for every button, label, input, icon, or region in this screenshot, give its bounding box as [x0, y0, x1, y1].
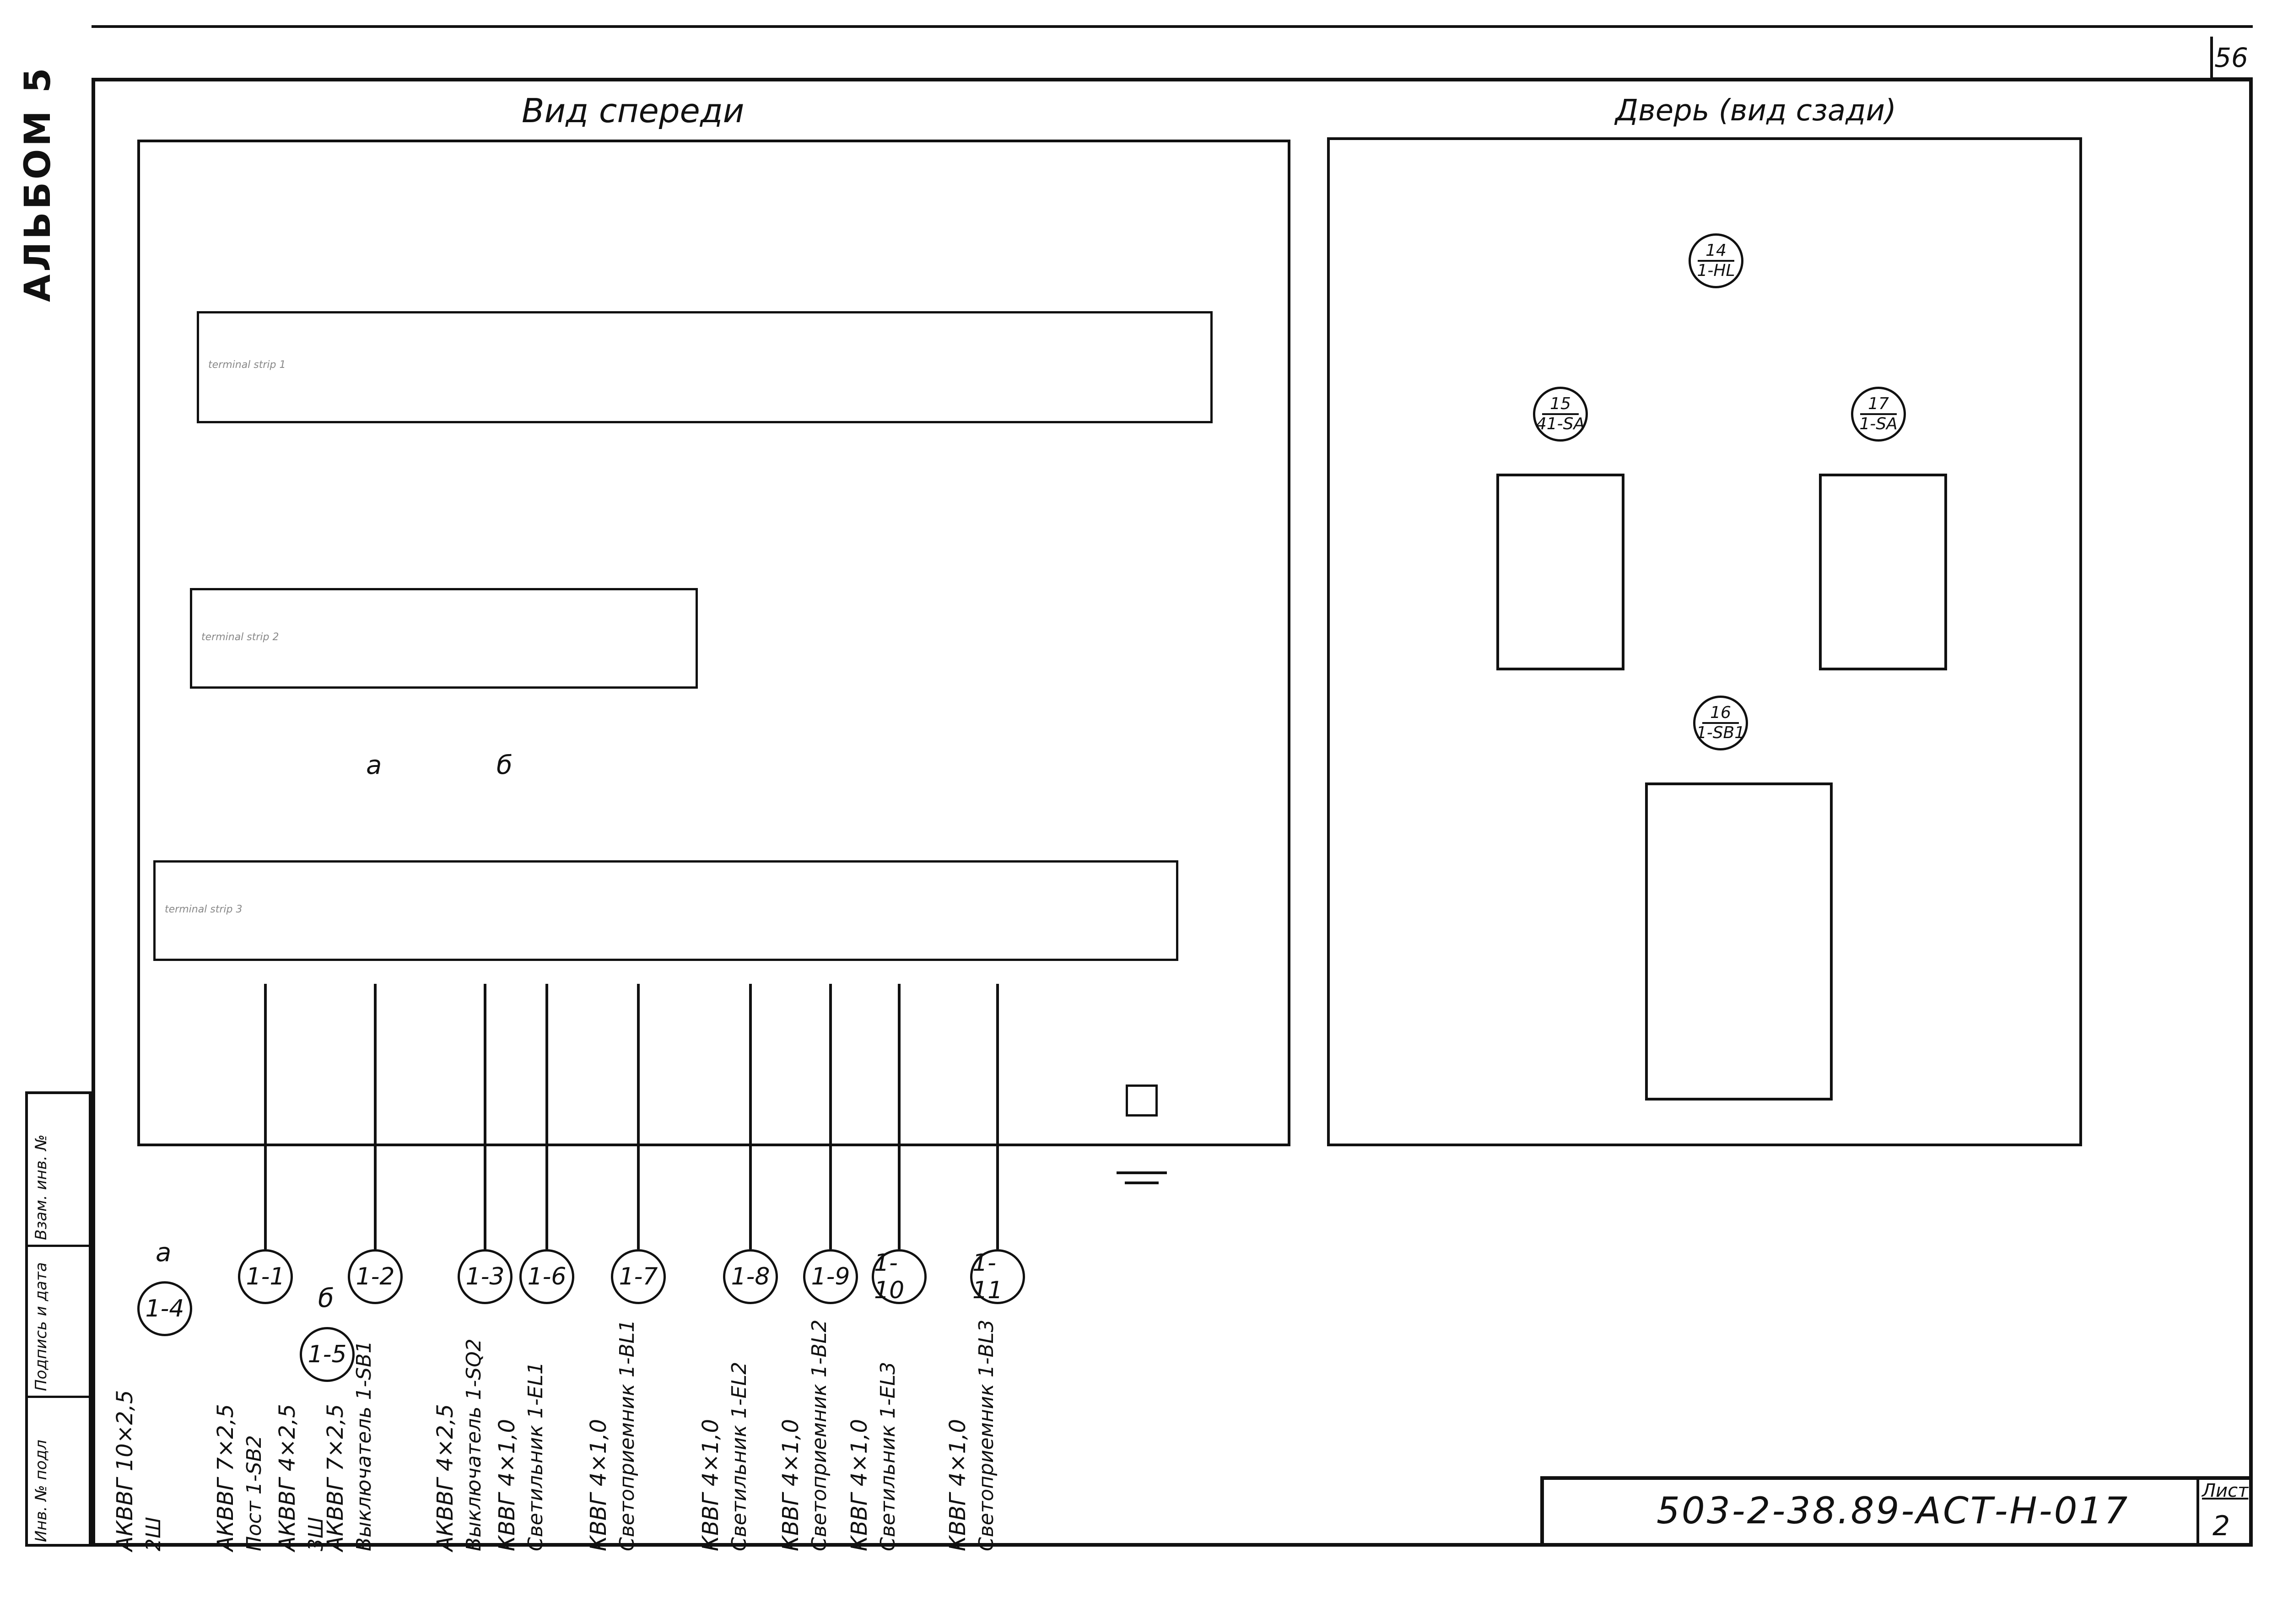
- album-title: АЛЬБОМ 5: [17, 65, 59, 302]
- device-17-code: 1-SA: [1859, 415, 1898, 433]
- sheet-cell: [2196, 1476, 2253, 1547]
- stamp-divider: [25, 1245, 92, 1247]
- drawing-frame: [92, 78, 2253, 1547]
- sheet-number-box: [2210, 37, 2253, 80]
- tap-b-label: б: [496, 750, 513, 780]
- cable-type-label: АКВВГ 7×2,5: [213, 1404, 238, 1551]
- device-15-number: 15: [1550, 394, 1571, 414]
- cable-number-circle: 1-10: [872, 1249, 927, 1304]
- ground-terminal: [1126, 1084, 1158, 1117]
- cable-description-label: Светильник 1-EL2: [728, 1361, 751, 1551]
- cable-description-label: Выключатель 1-SQ2: [462, 1338, 486, 1551]
- cable-number-circle: 1-5: [300, 1327, 355, 1382]
- cable-type-label: АКВВГ 4×2,5: [432, 1404, 458, 1551]
- sheet-number: 56: [2214, 42, 2248, 73]
- terminal-strip-2-label: terminal strip 2: [201, 631, 279, 643]
- cable-description-label: Светильник 1-EL3: [876, 1361, 900, 1551]
- tap-a-label: а: [366, 750, 382, 780]
- title-block: [1540, 1476, 2253, 1547]
- ground-symbol: [1125, 1182, 1159, 1184]
- cable-type-label: КВВГ 4×1,0: [847, 1419, 872, 1551]
- terminal-strip-1: terminal strip 1: [197, 311, 1213, 423]
- cable-number-circle: 1-4: [137, 1281, 192, 1336]
- cable-type-label: АКВВГ 10×2,5: [112, 1390, 138, 1551]
- stamp-podpis: Подпись и дата: [32, 1262, 50, 1391]
- front-view-title: Вид спереди: [522, 92, 745, 130]
- cable-description-label: Светильник 1-EL1: [524, 1361, 547, 1551]
- switch-15: [1496, 474, 1624, 670]
- separator: [1698, 260, 1734, 262]
- cable-type-label: КВВГ 4×1,0: [586, 1419, 611, 1551]
- cable-line: [637, 984, 640, 1249]
- cable-line: [749, 984, 752, 1249]
- cable-description-label: Светоприемник 1-BL3: [975, 1319, 998, 1551]
- stamp-inv-podl: Инв. № подл: [32, 1440, 50, 1542]
- cable-line: [374, 984, 377, 1249]
- cable-description-label: Светоприемник 1-BL1: [615, 1319, 639, 1551]
- sheet-label: Лист: [2202, 1480, 2249, 1501]
- cable-line: [829, 984, 832, 1249]
- cable-number-circle: 1-3: [458, 1249, 513, 1304]
- door-view-title: Дверь (вид сзади): [1615, 94, 1896, 128]
- device-16-code: 1-SB1: [1696, 723, 1745, 742]
- cable-line: [545, 984, 548, 1249]
- cable-description-label: Выключатель 1-SB1: [352, 1340, 376, 1551]
- device-15-code: 41-SA: [1536, 415, 1585, 433]
- device-14-number: 14: [1705, 241, 1727, 260]
- terminal-strip-3: terminal strip 3: [153, 860, 1178, 961]
- cable-number-circle: 1-7: [611, 1249, 666, 1304]
- cable-number-circle: 1-1: [238, 1249, 293, 1304]
- device-16-number: 16: [1710, 703, 1731, 723]
- stamp-divider: [25, 1396, 92, 1398]
- cable-type-label: КВВГ 4×1,0: [698, 1419, 723, 1551]
- cable-description-label: Пост 1-SB2: [243, 1435, 266, 1551]
- document-code: 503-2-38.89-АСТ-Н-017: [1657, 1489, 2130, 1532]
- cable-number-circle: 1-6: [519, 1249, 574, 1304]
- front-view-panel: [137, 140, 1290, 1146]
- cable-line: [996, 984, 999, 1249]
- device-17-number: 17: [1868, 394, 1889, 414]
- cable-number-circle: 1-8: [723, 1249, 778, 1304]
- stamp-column: [25, 1091, 92, 1547]
- pushbutton-16: [1645, 782, 1833, 1101]
- separator: [1860, 413, 1897, 415]
- switch-17: [1819, 474, 1947, 670]
- cable-line: [484, 984, 486, 1249]
- sheet-cell-number: 2: [2212, 1510, 2230, 1542]
- cable-type-label: КВВГ 4×1,0: [494, 1419, 520, 1551]
- separator: [1702, 722, 1739, 724]
- cable-tap-label: а: [156, 1238, 172, 1268]
- cable-type-label: КВВГ 4×1,0: [778, 1419, 804, 1551]
- door-view-panel: [1327, 137, 2082, 1146]
- cable-description-label: 2Ш: [142, 1516, 165, 1551]
- terminal-strip-3-label: terminal strip 3: [165, 904, 243, 915]
- separator: [1542, 413, 1579, 415]
- cable-number-circle: 1-9: [803, 1249, 858, 1304]
- cable-line: [264, 984, 267, 1249]
- cable-tap-label: б: [318, 1284, 334, 1313]
- terminal-strip-2: terminal strip 2: [190, 588, 698, 689]
- cable-number-circle: 1-2: [348, 1249, 403, 1304]
- terminal-strip-1-label: terminal strip 1: [208, 359, 286, 371]
- cable-type-label: АКВВГ 7×2,5: [323, 1404, 348, 1551]
- device-14-code: 1-HL: [1697, 261, 1735, 280]
- ground-symbol: [1117, 1171, 1167, 1174]
- cable-number-circle: 1-11: [970, 1249, 1025, 1304]
- stamp-vzam-inv: Взам. инв. №: [32, 1134, 50, 1240]
- cable-description-label: Светоприемник 1-BL2: [808, 1319, 831, 1551]
- cable-type-label: АКВВГ 4×2,5: [275, 1404, 300, 1551]
- top-border-line: [92, 25, 2253, 28]
- cable-line: [898, 984, 901, 1249]
- cable-type-label: КВВГ 4×1,0: [945, 1419, 971, 1551]
